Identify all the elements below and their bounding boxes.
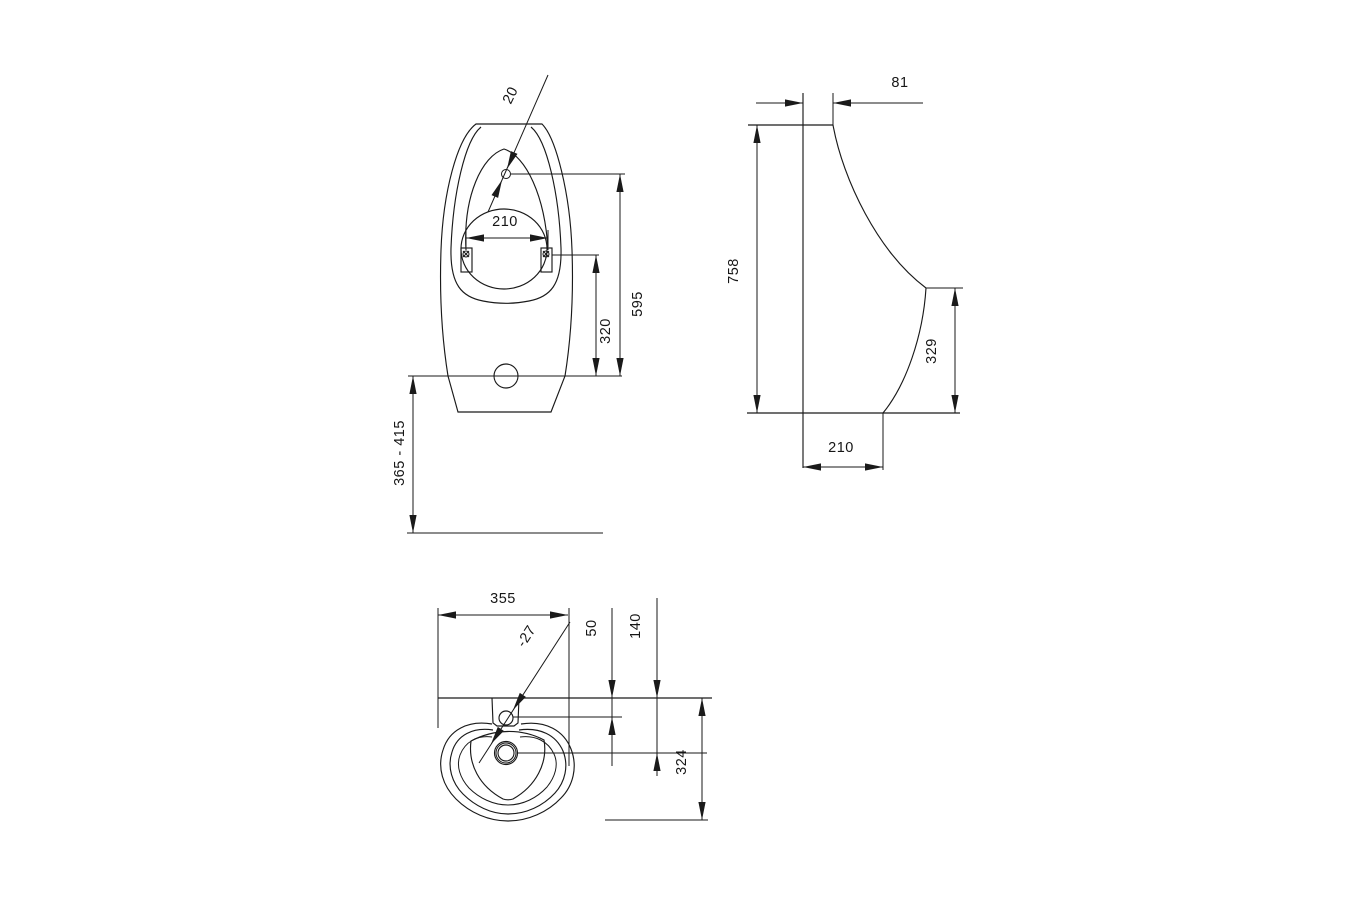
fixing-hole-right — [540, 247, 553, 273]
dimension-label-overall-height: 758 — [726, 258, 742, 284]
dimension-label-inlet-offset: 50 — [584, 619, 600, 636]
plan-outer-contour — [440, 722, 575, 822]
dimension-label-overall-width: 355 — [490, 591, 516, 607]
screw-symbol-left — [462, 250, 470, 258]
dimension-label-front-edge-height: 329 — [924, 338, 940, 364]
dimension-label-install-range: 365 - 415 — [392, 420, 408, 486]
plan-rim-line-3 — [457, 736, 557, 806]
front-rim-inner-contour — [450, 126, 562, 304]
leader-arrow — [513, 692, 526, 710]
dimension-label-inlet: 20 — [500, 84, 522, 106]
fixing-hole-left — [460, 247, 473, 273]
dimension-label-outlet-offset: 140 — [628, 613, 644, 639]
outlet-hole — [493, 363, 519, 389]
dimension-label-inlet-height: 595 — [630, 291, 646, 317]
plan-rim-line-2 — [449, 728, 567, 815]
leader-arrow — [507, 151, 518, 169]
dimension-label-outlet-leader: -27 — [514, 623, 540, 651]
front-outer-contour — [439, 123, 574, 413]
leader-arrow — [491, 726, 504, 744]
side-profile-curve — [832, 124, 927, 414]
inlet-hole-plan — [498, 710, 514, 726]
plan-view: 355 -27 50 140 324 — [437, 591, 712, 822]
dimension-label-fixing-width: 210 — [492, 214, 518, 230]
inlet-hole — [501, 169, 511, 179]
outlet-hole-plan-mid — [495, 742, 517, 764]
dimension-label-fixing-height: 320 — [598, 318, 614, 344]
dimension-label-top-depth: 81 — [891, 75, 908, 91]
inlet-spigot — [491, 697, 520, 727]
front-basin-arch — [465, 148, 549, 251]
screw-symbol-right — [542, 250, 550, 258]
side-view: 81 758 329 210 — [726, 75, 963, 471]
outlet-hole-plan-inner — [497, 744, 515, 762]
plan-basin-contour — [469, 730, 546, 801]
dimension-label-base-depth: 210 — [828, 440, 854, 456]
leader-arrow — [491, 180, 502, 198]
dimension-label-overall-depth: 324 — [674, 749, 690, 775]
front-view: 210 20 595 320 365 - 415 — [392, 74, 646, 534]
